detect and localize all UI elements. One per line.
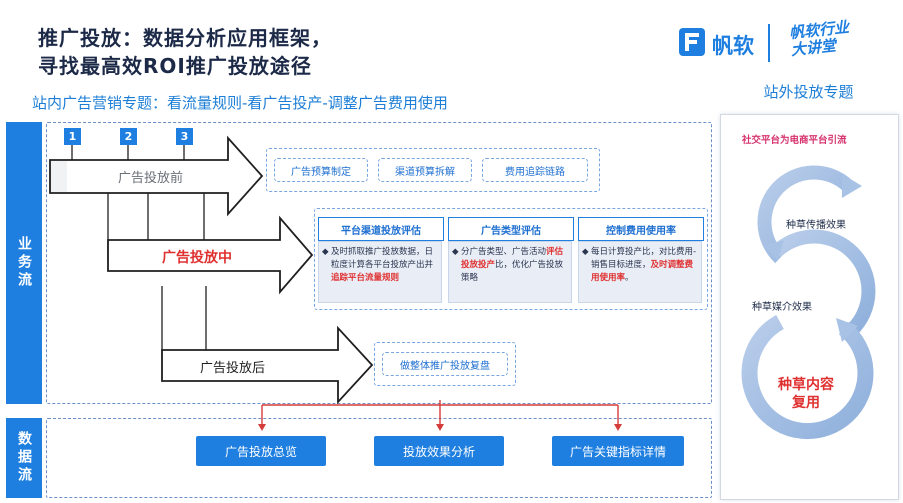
label-before: 广告投放前 [118, 171, 184, 186]
cycle-label-reuse: 种草内容复用 [760, 376, 852, 412]
bullet-icon: ◆ [582, 247, 589, 257]
data-arrowhead-2 [436, 424, 444, 431]
cycle-label-spread: 种草传播效果 [786, 220, 846, 231]
page-title-line2: 寻找最高效ROI推广投放途径 [38, 54, 312, 78]
brand-logo-icon [679, 28, 705, 56]
data-arrowhead-3 [614, 424, 622, 431]
data-effect-analysis-button[interactable]: 投放效果分析 [374, 436, 504, 466]
lane-label-data: 数据流 [6, 418, 42, 498]
step-marker-2: 2 [120, 128, 137, 145]
item-budget-plan: 广告预算制定 [274, 158, 368, 182]
col-adtype-highlight: 评估投放投产 [461, 247, 564, 270]
cycle-label-reuse-line2: 复用 [792, 395, 820, 411]
data-lane-box [46, 418, 712, 498]
during-columns-group [314, 208, 708, 310]
cycle-arc-1 [757, 165, 853, 264]
data-kpi-detail-button[interactable]: 广告关键指标详情 [552, 436, 684, 466]
col-adtype-text: 分广告类型、广告活动 [461, 247, 547, 257]
col-cost-text-end: 。 [625, 273, 634, 283]
offsite-cycle-diagram [741, 165, 876, 440]
offsite-title: 站外投放专题 [763, 83, 854, 101]
col-adtype-title: 广告类型评估 [448, 217, 574, 241]
step-marker-3: 3 [176, 128, 193, 145]
col-platform-body: ◆及时抓取推广投放数据，日粒度计算各平台投放产出并追踪平台流量规则 [318, 241, 442, 303]
cycle-label-reuse-line1: 种草内容 [778, 377, 834, 393]
after-item-group [374, 342, 516, 386]
brand-name: 帆软 [712, 34, 754, 58]
page-subtitle: 站内广告营销专题：看流量规则-看广告投产-调整广告费用使用 [32, 94, 448, 112]
col-cost-title: 控制费用使用率 [578, 217, 704, 241]
item-channel-budget: 渠道预算拆解 [378, 158, 472, 182]
cycle-arrowhead-1 [842, 174, 862, 198]
cycle-arc-2 [771, 229, 876, 336]
col-cost-body: ◆每日计算投产比，对比费用-销售目标进度，及时调整费用使用率。 [578, 241, 702, 303]
arrow-before [49, 135, 264, 217]
cycle-arrowhead-3 [836, 318, 858, 342]
col-platform-highlight: 追踪平台流量规则 [331, 273, 400, 283]
data-ad-overview-button[interactable]: 广告投放总览 [196, 436, 326, 466]
data-arrowhead-1 [258, 424, 266, 431]
page-title-line1: 推广投放：数据分析应用框架， [38, 26, 332, 50]
label-during: 广告投放中 [162, 250, 232, 266]
item-cost-tracking: 费用追踪链路 [482, 158, 588, 182]
col-cost-text: 每日计算投产比，对比费用-销售目标进度， [591, 247, 697, 270]
arrow-before-shade [51, 161, 67, 192]
step-marker-1: 1 [64, 128, 81, 145]
arrow-after [161, 325, 374, 405]
before-items-group [266, 148, 600, 192]
cycle-label-media: 种草媒介效果 [752, 302, 812, 313]
item-review: 做整体推广投放复盘 [382, 352, 508, 376]
cycle-arrowhead-2 [764, 240, 784, 260]
bullet-icon: ◆ [322, 247, 329, 257]
col-adtype-body: ◆分广告类型、广告活动评估投放投产比，优化广告投放策略 [448, 241, 572, 303]
label-after: 广告投放后 [200, 361, 266, 376]
col-cost-highlight: 及时调整费用使用率 [591, 260, 694, 283]
offsite-heading: 社交平台为电商平台引流 [742, 135, 847, 146]
col-platform-text: 及时抓取推广投放数据，日粒度计算各平台投放产出并 [331, 247, 434, 270]
brand-divider [768, 24, 770, 62]
cycle-arc-3 [741, 314, 874, 440]
col-adtype-text-end: 比，优化广告投放策略 [461, 260, 564, 283]
business-lane-box [46, 122, 712, 404]
lane-label-business: 业务流 [6, 122, 42, 404]
col-platform-title: 平台渠道投放评估 [318, 217, 444, 241]
bullet-icon: ◆ [452, 247, 459, 257]
arrow-during [107, 215, 314, 295]
